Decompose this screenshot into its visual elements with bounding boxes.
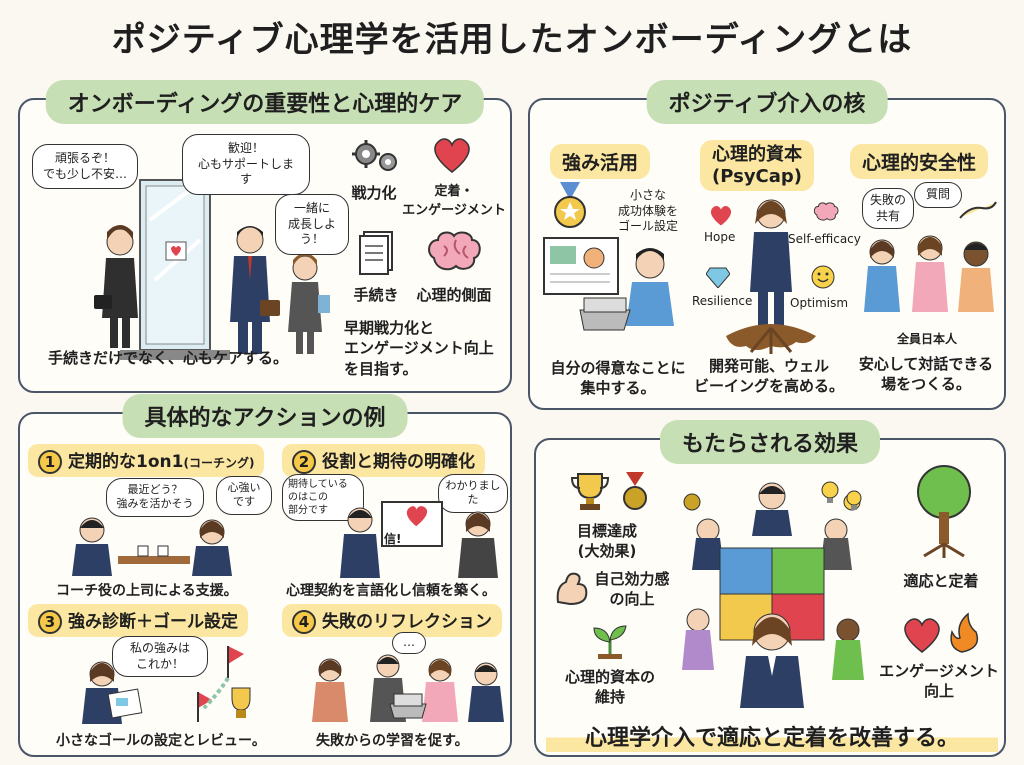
role-clarify-illustration: [340, 501, 498, 578]
action1-heading: 1 定期的な1on1(コーチング): [28, 444, 265, 477]
small-success-note: 小さな 成功体験を ゴール設定: [617, 188, 678, 234]
grow-speech-bubble: 一緒に 成長しよう！: [275, 194, 349, 255]
action4-heading: 4 失敗のリフレクション: [282, 604, 502, 637]
medal-icon: [623, 472, 647, 510]
hope-heart-icon: [710, 205, 732, 226]
action3-heading: 3 強み診断＋ゴール設定: [28, 604, 248, 637]
action1-subtitle: (コーチング): [183, 456, 255, 470]
worry-speech-bubble: 頑張るぞ！ でも少し不安…: [32, 144, 138, 190]
trophy-icon: [570, 473, 610, 510]
action2-bubble-manager: 期待している のはこの 部分です: [282, 474, 364, 521]
gears-icon: [352, 140, 397, 171]
medal-icon: [554, 182, 586, 228]
panel-action-examples: 具体的なアクションの例 1 定期的な1on1(コーチング) 最近どう？ 強みを活か…: [18, 394, 512, 757]
helping-hand-icon: [959, 201, 997, 219]
col2-caption: 開発可能、ウェル ビーイングを高める。: [694, 357, 845, 396]
action4-caption: 失敗からの学習を促す。: [316, 733, 469, 749]
action1-title: 定期的な1on1: [68, 452, 184, 472]
effect-self-efficacy: 自己効力感 の向上: [594, 570, 670, 608]
strengths-work-illustration: [543, 237, 674, 331]
resilience-diamond-icon: [706, 267, 730, 288]
page-title: ポジティブ心理学を活用したオンボーディングとは: [111, 20, 913, 60]
optimism-smile-icon: [811, 265, 835, 289]
panel-onboarding-importance: オンボーディングの重要性と心理的ケア 頑張るぞ！ でも少し不安… 歓迎: [18, 80, 512, 393]
tag-psychological-safety: 心理的安全性: [850, 144, 989, 179]
heart-icon: [434, 138, 470, 173]
resilience-label: Resilience: [692, 294, 753, 308]
panel1-goal-text: 早期戦力化と エンゲージメント向上 を目指す。: [344, 319, 494, 378]
action2-title: 役割と期待の明確化: [322, 452, 475, 472]
icon-label-capability: 戦力化: [351, 184, 397, 202]
action3-bubble: 私の強みは これか！: [112, 636, 208, 678]
welcome-scene-illustration: [94, 179, 330, 360]
panel-effects: もたらされる効果 目標達成 (大効果) 自己効力感 の向上 心理的資本の 維持: [534, 420, 1006, 757]
team-puzzle-illustration: [682, 482, 864, 708]
optimism-label: Optimism: [790, 296, 849, 310]
team-dialogue-illustration: [864, 235, 994, 312]
effect-goal-achievement: 目標達成 (大効果): [576, 522, 637, 560]
panel-positive-intervention: ポジティブ介入の核 強み活用 小さな 成功体験を ゴール設定 自分の得意なことに…: [528, 80, 1006, 410]
psycap-person-illustration: [726, 199, 816, 354]
question-bubble: 質問: [914, 182, 962, 208]
document-icon: [359, 231, 393, 275]
action2-caption: 心理契約を言語化し信頼を築く。: [286, 583, 496, 599]
action2-number: 2: [292, 450, 316, 474]
reflection-meeting-illustration: [312, 654, 504, 722]
muscle-arm-icon: [556, 572, 588, 606]
icon-label-engagement: 定着・ エンゲージメント: [402, 184, 506, 218]
effect-adaptation-retention: 適応と定着: [903, 572, 979, 590]
failure-share-bubble: 失敗の 共有: [862, 188, 914, 230]
panel1-caption: 手続きだけでなく、心もケアする。: [48, 349, 289, 367]
action1-bubble-newcomer: 心強い です: [216, 476, 272, 515]
efficacy-brain-icon: [813, 202, 839, 221]
icon-label-procedure: 手続き: [353, 286, 399, 304]
effects-summary: 心理学介入で適応と定着を改善する。: [546, 720, 998, 752]
effect-engagement: エンゲージメント 向上: [879, 662, 999, 700]
all-japanese-label: 全員日本人: [896, 332, 957, 346]
coaching-scene-illustration: [72, 517, 232, 576]
panel-label: オンボーディングの重要性と心理的ケア: [45, 80, 485, 124]
action3-caption: 小さなゴールの設定とレビュー。: [56, 733, 266, 749]
icon-label-psychology: 心理的側面: [416, 286, 492, 304]
heart-flame-icon: [904, 612, 979, 653]
tree-icon: [917, 465, 971, 558]
col1-caption: 自分の得意なことに 集中する。: [550, 359, 686, 398]
panel-label: ポジティブ介入の核: [646, 80, 888, 124]
efficacy-label: Self-efficacy: [788, 232, 861, 246]
brain-icon: [428, 231, 481, 271]
action2-heading: 2 役割と期待の明確化: [282, 444, 485, 477]
action1-number: 1: [38, 450, 62, 474]
action4-bubble: …: [392, 632, 426, 654]
tag-strengths: 強み活用: [550, 144, 651, 179]
action2-board-text: 信!: [384, 532, 402, 546]
action4-number: 4: [292, 610, 316, 634]
col3-caption: 安心して対話できる 場をつくる。: [858, 355, 994, 394]
action3-title: 強み診断＋ゴール設定: [68, 612, 238, 632]
action3-number: 3: [38, 610, 62, 634]
goal-setting-illustration: [82, 646, 251, 724]
sprout-icon: [593, 625, 627, 659]
tag-psycap: 心理的資本 (PsyCap): [700, 140, 815, 192]
lightbulb-icon: [821, 481, 862, 510]
welcome-speech-bubble: 歓迎！ 心もサポートします: [182, 134, 310, 195]
panel-label: 具体的なアクションの例: [122, 394, 408, 438]
action1-caption: コーチ役の上司による支援。: [56, 583, 238, 599]
effect-psycap-maintenance: 心理的資本の 維持: [564, 668, 655, 706]
panel-label: もたらされる効果: [659, 420, 881, 464]
action2-bubble-newcomer: わかりました: [438, 474, 508, 513]
action4-title: 失敗のリフレクション: [322, 612, 492, 632]
action1-bubble-boss: 最近どう？ 強みを活かそう: [106, 478, 204, 517]
hope-label: Hope: [704, 230, 736, 244]
